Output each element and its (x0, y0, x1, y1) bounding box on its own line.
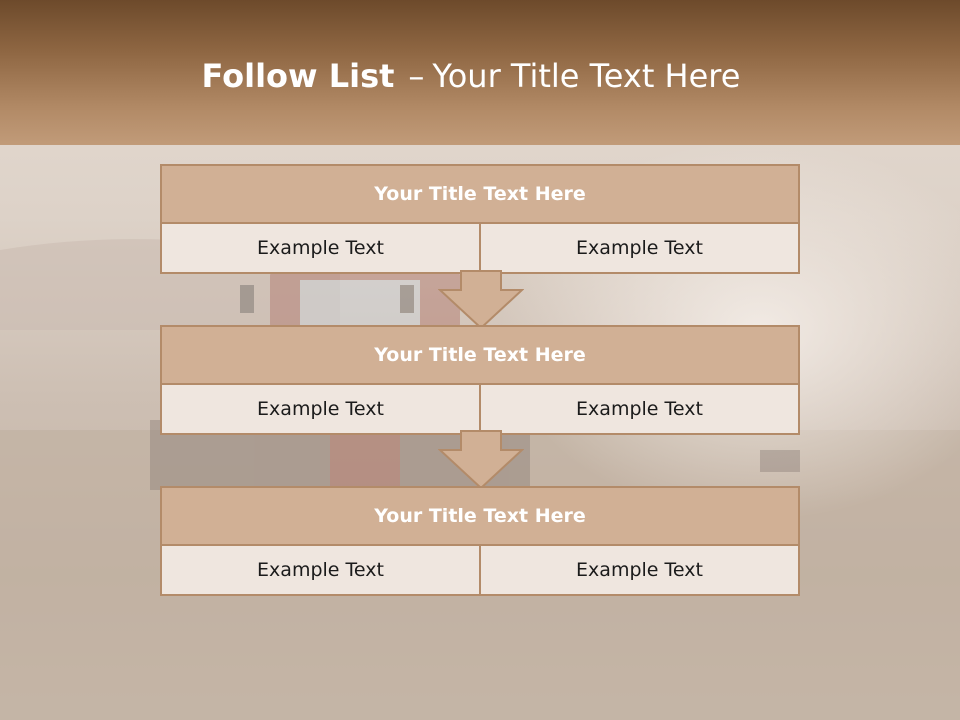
down-arrow-icon (438, 430, 524, 490)
step-cell-left: Example Text (162, 385, 479, 433)
title-bold: Follow List (201, 57, 395, 95)
step-box-2: Your Title Text Here Example Text Exampl… (160, 325, 800, 435)
step-row: Example Text Example Text (162, 546, 798, 594)
title-dash: – (408, 57, 425, 95)
step-box-1: Your Title Text Here Example Text Exampl… (160, 164, 800, 274)
slide-title: Follow List–Your Title Text Here (0, 52, 942, 100)
step-title: Your Title Text Here (162, 488, 798, 546)
step-cell-right: Example Text (479, 224, 798, 272)
step-row: Example Text Example Text (162, 385, 798, 433)
step-title: Your Title Text Here (162, 327, 798, 385)
down-arrow-icon (438, 270, 524, 330)
step-title: Your Title Text Here (162, 166, 798, 224)
step-cell-right: Example Text (479, 385, 798, 433)
step-cell-right: Example Text (479, 546, 798, 594)
step-cell-left: Example Text (162, 224, 479, 272)
step-box-3: Your Title Text Here Example Text Exampl… (160, 486, 800, 596)
step-row: Example Text Example Text (162, 224, 798, 272)
step-cell-left: Example Text (162, 546, 479, 594)
title-rest: Your Title Text Here (432, 57, 741, 95)
slide-header (0, 0, 960, 145)
